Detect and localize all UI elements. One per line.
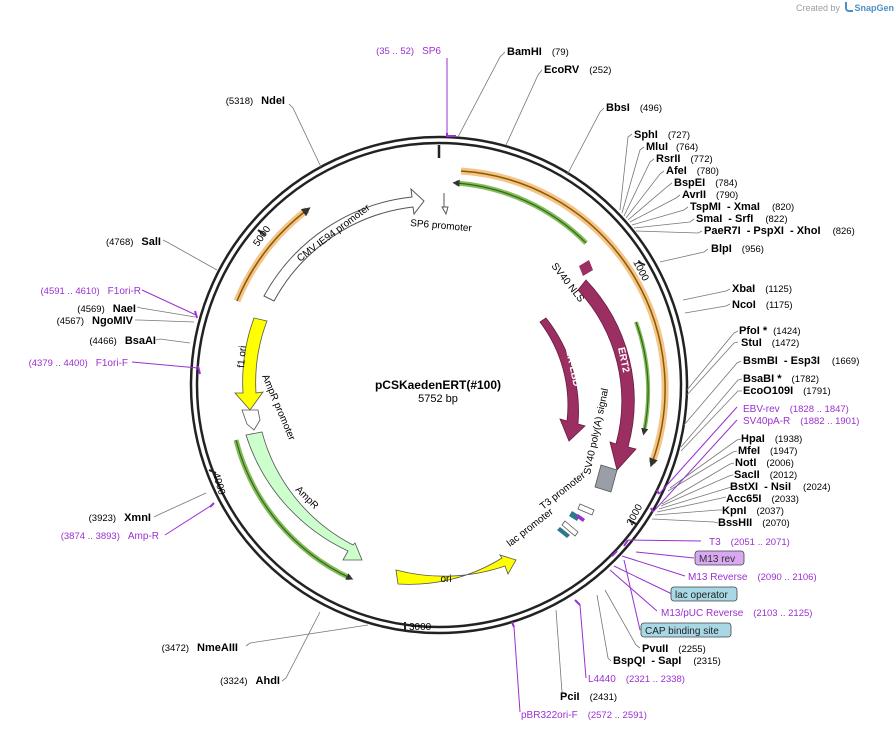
primer-leaders xyxy=(131,58,738,713)
lac-operator-mark xyxy=(569,511,580,521)
snapgene-brand: SnapGene xyxy=(854,3,894,13)
site-bsmbi: BsmBI- Esp3I(1669) xyxy=(743,355,859,367)
m13-rev-box xyxy=(694,550,745,566)
ert2-label: ERT2 xyxy=(615,346,631,374)
site-smai: SmaI- SrfI(822) xyxy=(696,213,788,225)
m13-rev-label: M13 rev xyxy=(699,554,735,565)
lac-promoter-arrow xyxy=(561,520,579,537)
site-bstxi: BstXI- NsiI(2024) xyxy=(730,481,831,493)
sv40-nls-marker xyxy=(579,260,593,276)
plasmid-name: pCSKaedenERT(#100) xyxy=(375,378,501,392)
cap-site-mark xyxy=(557,527,570,538)
site-ncoi: NcoI(1175) xyxy=(732,299,793,311)
site-pcii: PciI(2431) xyxy=(560,691,617,703)
cap-site-label: CAP binding site xyxy=(645,626,719,637)
site-bsaai: (4466)BsaAI xyxy=(89,335,156,347)
backbone-inner xyxy=(195,141,683,629)
sp6-promoter-label: SP6 promoter xyxy=(410,218,473,234)
green-orf-arrow-ampr xyxy=(235,439,354,580)
primer-f1ori-f: (4379 .. 4400)F1ori-F xyxy=(29,358,128,369)
cap-site-box xyxy=(640,622,732,638)
sp6-promoter-arrow xyxy=(441,193,449,216)
f1-ori-label: f1 ori xyxy=(236,345,249,368)
f1-ori-arrow xyxy=(234,317,268,411)
m13-mark xyxy=(576,514,585,522)
site-acc65i: Acc65I(2033) xyxy=(726,493,799,505)
site-tspmi: TspMI- XmaI(820) xyxy=(690,201,794,213)
primer-m13-puc-reverse: M13/pUC Reverse(2103 .. 2125) xyxy=(661,608,812,619)
site-noti: NotI(2006) xyxy=(735,457,794,469)
site-eco0109i: EcoO109I(1791) xyxy=(743,385,831,397)
site-stui: StuI(1472) xyxy=(741,337,799,349)
lac-promoter-label: lac promoter xyxy=(505,506,556,549)
green-orf-arrow-top xyxy=(452,179,587,244)
ampr-promoter-arrow xyxy=(241,409,261,431)
green-orf-arrow-right xyxy=(635,321,649,436)
orange-orf-arrow xyxy=(460,170,666,468)
site-afei: AfeI(780) xyxy=(666,165,719,177)
site-hpai: HpaI(1938) xyxy=(741,433,802,445)
site-xbai: XbaI(1125) xyxy=(732,283,792,295)
site-mfei: MfeI(1947) xyxy=(738,445,797,457)
site-blpi: BlpI(956) xyxy=(711,243,764,255)
primer-m13-reverse: M13 Reverse(2090 .. 2106) xyxy=(688,572,817,583)
site-naei: (4569)NaeI xyxy=(77,303,136,315)
site-pfoi: PfoI *(1424) xyxy=(739,325,801,337)
site-bsshii: BssHII(2070) xyxy=(718,517,790,529)
ori-arrow xyxy=(395,554,517,585)
created-by-text: Created by xyxy=(796,3,841,13)
tick-3000: 3000 xyxy=(409,622,432,633)
site-ngomiv: (4567)NgoMIV xyxy=(57,315,134,327)
lac-operator-label: lac operator xyxy=(675,590,728,601)
site-ecorv: EcoRV(252) xyxy=(544,64,611,76)
site-bspqi: BspQI- SapI(2315) xyxy=(613,655,721,667)
site-bsabi: BsaBI *(1782) xyxy=(743,373,819,385)
cmv-promoter-arrow xyxy=(263,187,425,302)
primer-sv40pa-r: SV40pA-R(1882 .. 1901) xyxy=(743,416,859,427)
ert2-arrow xyxy=(577,279,637,471)
site-mlui: MluI(764) xyxy=(646,141,698,153)
site-avrii: AvrII(790) xyxy=(682,189,738,201)
ampr-arrow xyxy=(245,431,363,561)
sv40-polya-label: SV40 poly(A) signal xyxy=(582,387,611,475)
sv40-polya-block xyxy=(594,464,618,493)
site-sali: (4768)SalI xyxy=(106,236,161,248)
site-xmni: (3923)XmnI xyxy=(89,512,151,524)
site-bspei: BspEI(784) xyxy=(674,177,737,189)
lac-operator-box xyxy=(670,586,738,602)
t3-promoter-arrow xyxy=(577,503,595,516)
ori-label: ori xyxy=(440,574,451,585)
site-paer7i: PaeR7I- PspXI- XhoI(826) xyxy=(704,225,855,237)
er-lbd-arrow xyxy=(539,317,586,442)
site-ahdi: (3324)AhdI xyxy=(220,675,280,687)
plasmid-size: 5752 bp xyxy=(418,393,458,405)
primer-f1ori-r: (4591 .. 4610)F1ori-R xyxy=(41,286,142,297)
snapgene-logo-icon xyxy=(844,2,853,12)
enzyme-leaders xyxy=(135,51,743,696)
site-sacii: SacII(2012) xyxy=(734,469,797,481)
site-sphi: SphI(727) xyxy=(634,129,690,141)
primer-sp6: (35 .. 52)SP6 xyxy=(376,46,441,57)
orange-orf-arrow-left xyxy=(236,207,311,302)
site-ndei: (5318)NdeI xyxy=(226,95,285,107)
snapgene-credit: Created by SnapGene xyxy=(796,2,894,13)
site-pvuii: PvuII(2255) xyxy=(642,643,706,655)
primer-l4440: L4440(2321 .. 2338) xyxy=(588,674,685,685)
backbone-outer xyxy=(189,135,689,635)
ampr-promoter-label: AmpR promoter xyxy=(259,373,297,443)
site-bbsi: BbsI(496) xyxy=(606,102,662,114)
green-orf-arc-top xyxy=(455,180,588,245)
site-rsrii: RsrII(772) xyxy=(656,153,713,165)
primer-t3: T3(2051 .. 2071) xyxy=(709,537,790,548)
site-kpni: KpnI(2037) xyxy=(722,505,784,517)
primer-amp-r: (3874 .. 3893)Amp-R xyxy=(61,531,159,542)
site-bamhi: BamHI(79) xyxy=(507,46,569,58)
primer-pbr322ori-f: pBR322ori-F(2572 .. 2591) xyxy=(521,710,647,721)
site-nmeaiii: (3472)NmeAIII xyxy=(162,642,238,654)
primer-ebv-rev: EBV-rev(1828 .. 1847) xyxy=(743,404,849,415)
